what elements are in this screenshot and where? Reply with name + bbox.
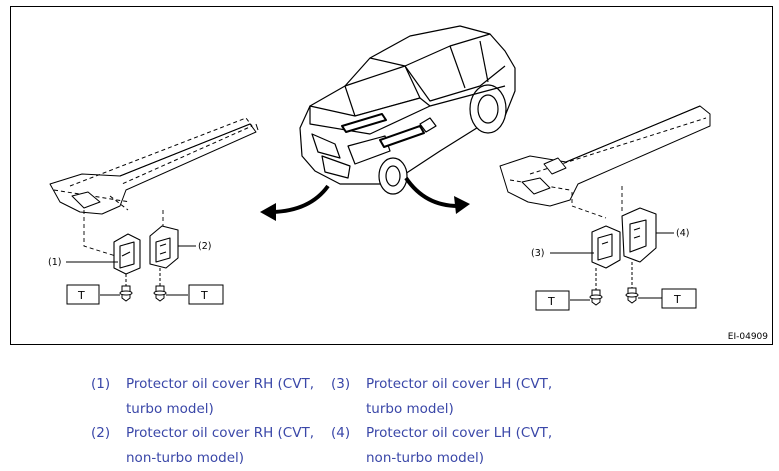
callout-3: (3) <box>531 248 544 259</box>
exploded-diagram: (1) (2) T T <box>10 6 773 345</box>
left-guide-lines <box>83 210 164 259</box>
legend-text: Protector oil cover RH (CVT, non-turbo m… <box>126 421 314 471</box>
torque-label-4: T <box>673 293 681 306</box>
legend-text: Protector oil cover LH (CVT, non-turbo m… <box>366 421 552 471</box>
legend-num: (2) <box>91 425 111 441</box>
right-bolts <box>589 262 639 306</box>
torque-label-1: T <box>77 289 85 302</box>
callout-4: (4) <box>676 228 689 239</box>
left-frame-rail <box>49 117 259 215</box>
legend-num: (3) <box>331 376 351 392</box>
right-guide-lines <box>571 186 623 219</box>
figure-code: EI-04909 <box>728 332 768 342</box>
legend-line1: Protector oil cover RH (CVT, <box>126 376 314 392</box>
legend-line2: turbo model) <box>126 401 214 417</box>
legend-line1: Protector oil cover LH (CVT, <box>366 425 553 441</box>
legend-line2: turbo model) <box>366 401 454 417</box>
torque-box-2 <box>188 284 224 305</box>
torque-box-1 <box>66 284 100 305</box>
bracket-3 <box>591 225 621 269</box>
car-illustration <box>299 25 516 195</box>
torque-box-4 <box>661 288 697 309</box>
legend-line2: non-turbo model) <box>126 450 245 466</box>
legend-num: (1) <box>91 376 111 392</box>
left-bolts <box>119 268 167 302</box>
torque-box-3 <box>535 290 570 311</box>
arrows <box>260 176 470 221</box>
right-frame-rail <box>499 105 711 207</box>
bracket-1 <box>113 233 141 275</box>
bracket-4 <box>621 207 657 263</box>
legend-line2: non-turbo model) <box>366 450 485 466</box>
bracket-2 <box>149 225 179 269</box>
callout-leaders-left <box>66 245 196 296</box>
legend-num: (4) <box>331 425 351 441</box>
callout-2: (2) <box>198 241 211 252</box>
legend-line1: Protector oil cover LH (CVT, <box>366 376 553 392</box>
torque-label-3: T <box>547 295 555 308</box>
legend-text: Protector oil cover LH (CVT, turbo model… <box>366 372 552 422</box>
torque-label-2: T <box>200 289 208 302</box>
callout-leaders-right <box>550 232 674 301</box>
callout-1: (1) <box>48 257 61 268</box>
legend-text: Protector oil cover RH (CVT, turbo model… <box>126 372 314 422</box>
legend-line1: Protector oil cover RH (CVT, <box>126 425 314 441</box>
